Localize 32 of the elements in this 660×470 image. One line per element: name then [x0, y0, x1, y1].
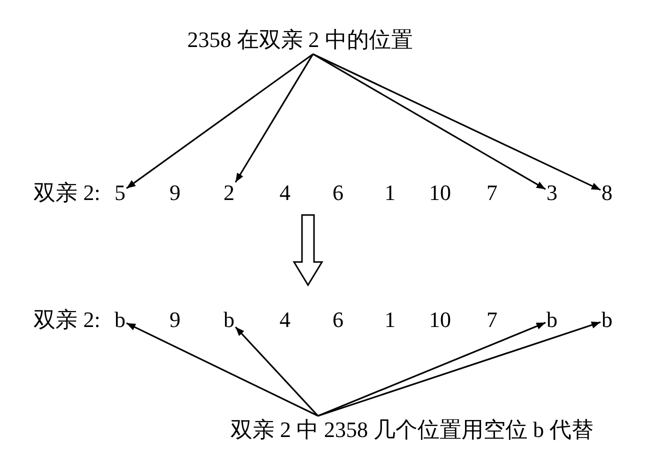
row-label: 双亲 2:	[34, 180, 100, 206]
sequence-value: 1	[384, 180, 396, 206]
arrow	[312, 53, 601, 191]
caption-text: 双亲 2 中 2358 几个位置用空位 b 代替	[230, 418, 594, 442]
sequence-value: 4	[280, 180, 290, 206]
sequence-value: 8	[602, 180, 612, 206]
sequence-value: 2	[224, 180, 234, 206]
caption-text: 2358 在双亲 2 中的位置	[187, 28, 413, 52]
arrow	[318, 322, 546, 417]
sequence-value: 1	[384, 308, 396, 332]
arrow	[234, 326, 319, 416]
sequence-value: 4	[280, 308, 290, 332]
sequence-value: 7	[486, 180, 498, 206]
sequence-value: b	[114, 308, 126, 332]
row-label: 双亲 2:	[34, 308, 100, 332]
sequence-value: 6	[332, 308, 344, 332]
arrow	[312, 53, 546, 190]
sequence-value: 9	[170, 180, 180, 206]
sequence-value: 6	[332, 180, 344, 206]
arrow	[234, 54, 314, 183]
sequence-value: b	[224, 308, 234, 332]
arrow	[126, 322, 318, 417]
arrow	[318, 321, 601, 417]
sequence-value: b	[546, 308, 558, 332]
sequence-value: 10	[429, 308, 451, 332]
sequence-value: 9	[170, 308, 180, 332]
sequence-value: 10	[429, 180, 451, 206]
sequence-value: 5	[114, 180, 126, 206]
sequence-value: 3	[546, 180, 558, 206]
sequence-value: 7	[486, 308, 498, 332]
sequence-value: b	[602, 308, 612, 332]
arrow	[126, 53, 314, 189]
